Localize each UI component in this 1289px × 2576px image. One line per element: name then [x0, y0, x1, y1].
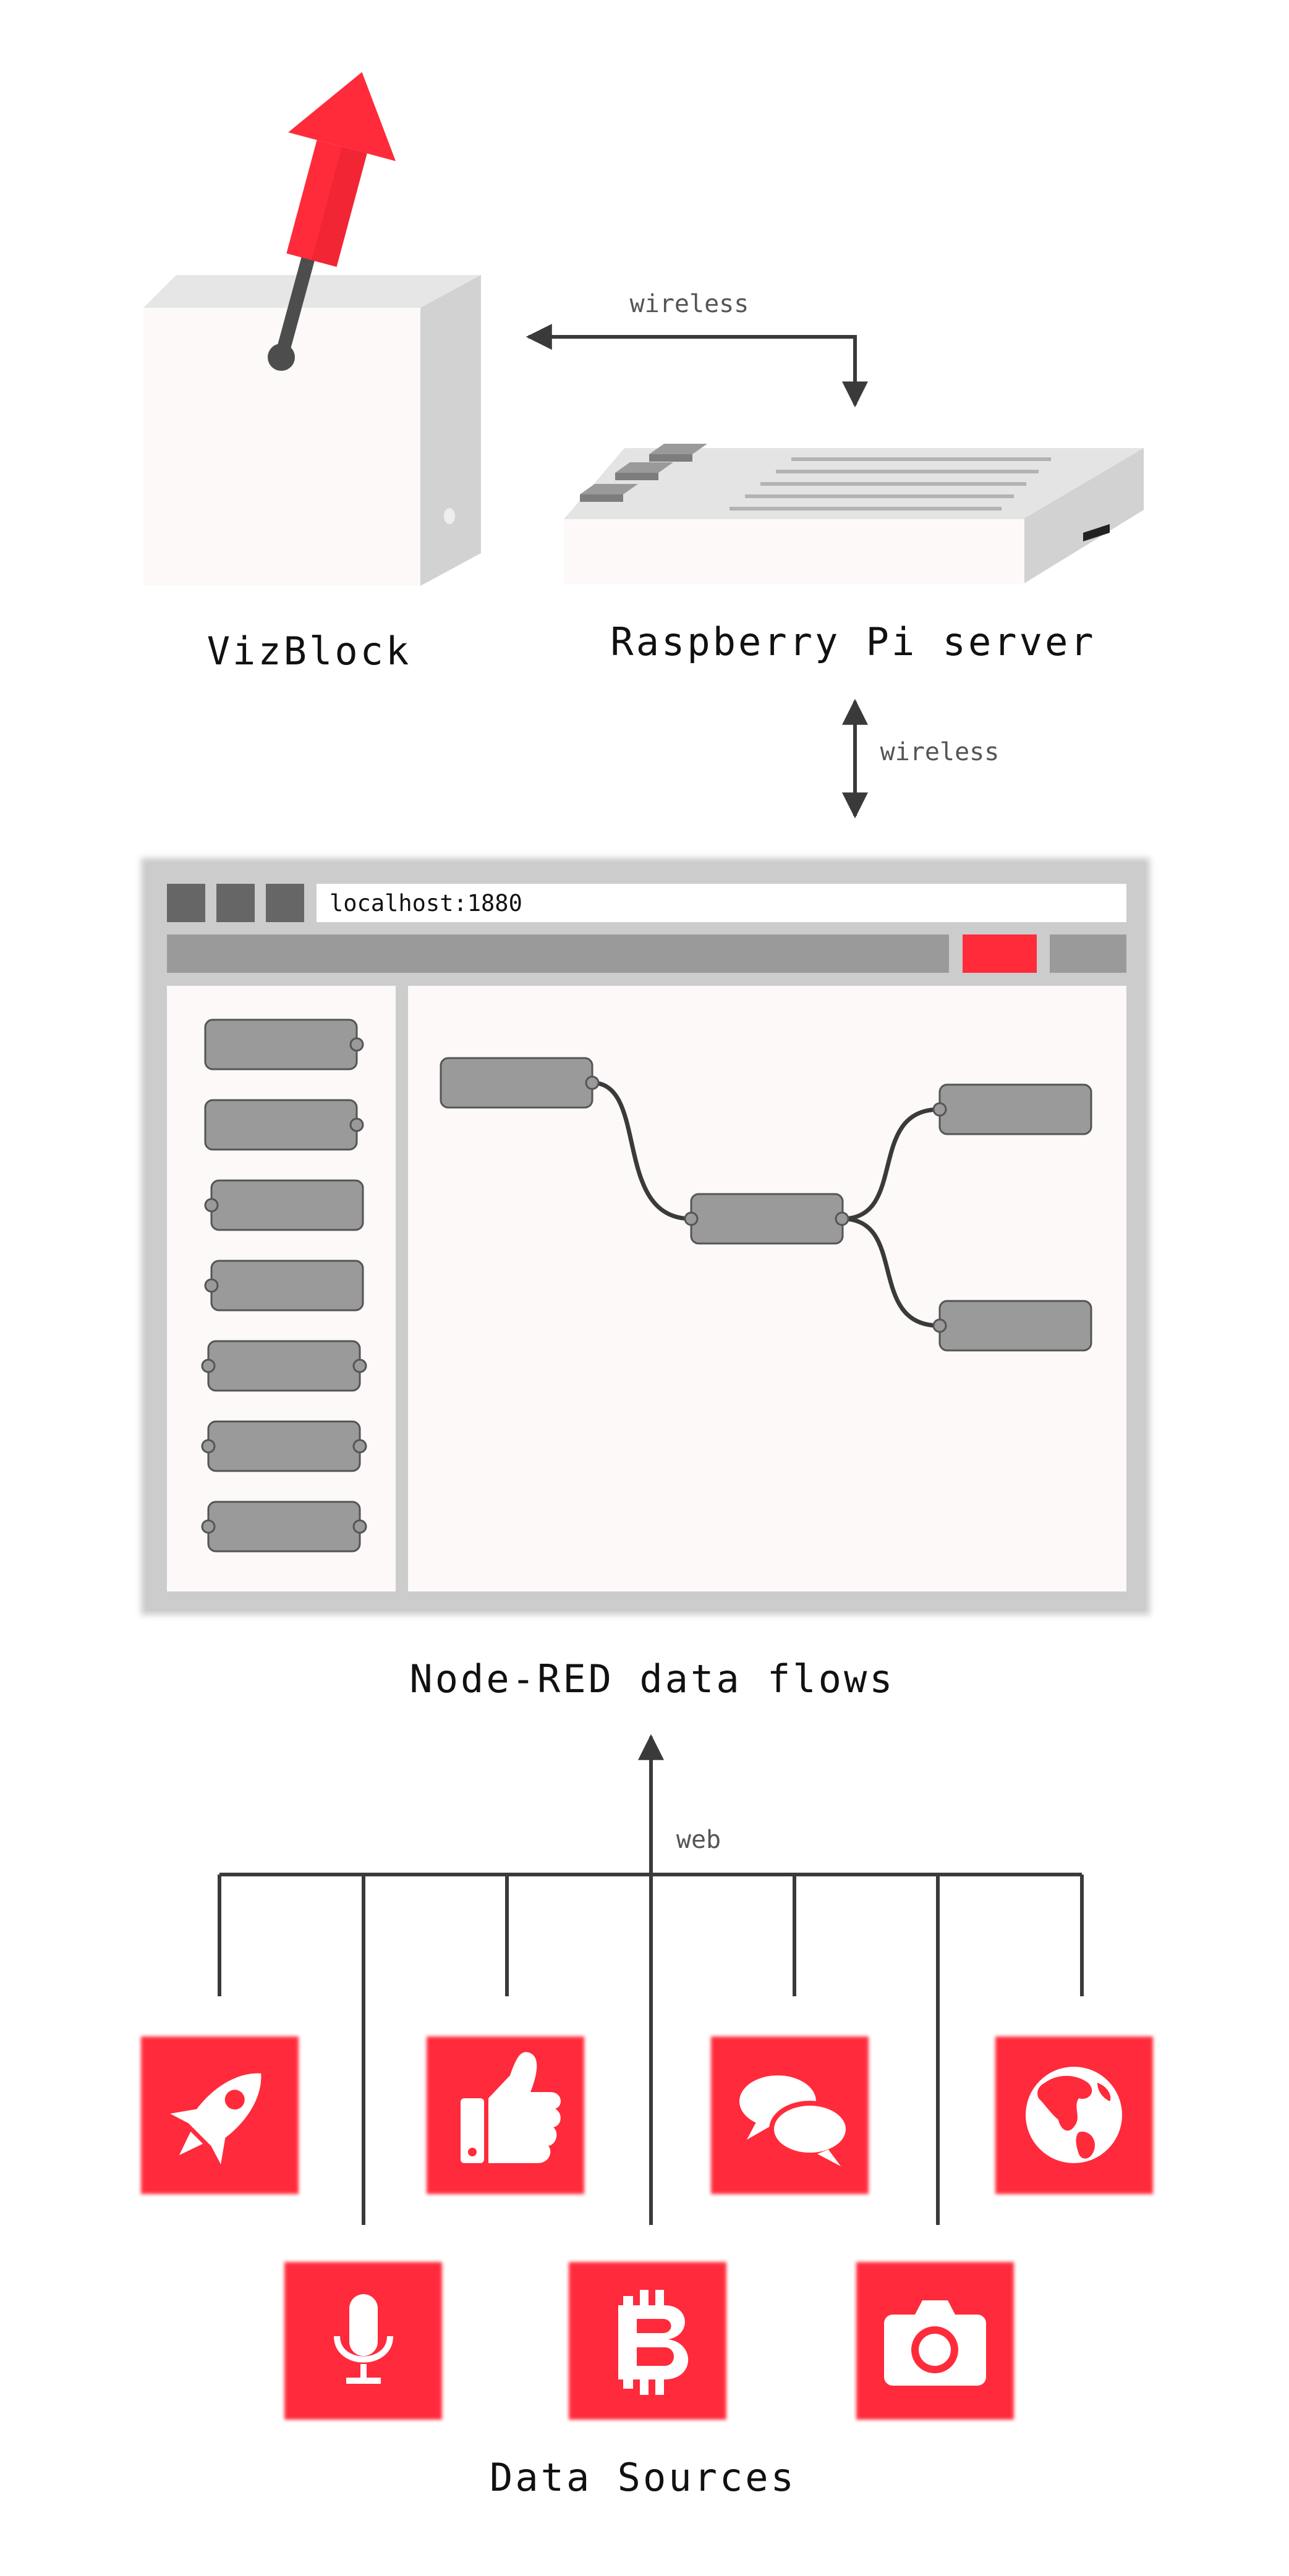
wireless-link-pi-nodered: wireless [842, 698, 1000, 819]
deploy-button[interactable] [963, 934, 1037, 973]
chat-bubbles-icon [739, 2075, 851, 2166]
palette-node[interactable] [210, 1179, 364, 1231]
flow-node-function[interactable] [690, 1193, 844, 1245]
flow-wires [592, 1080, 940, 1328]
palette-node[interactable] [207, 1340, 361, 1392]
palette-nodes [201, 1019, 367, 1553]
wireless-label-middle: wireless [880, 738, 1000, 766]
source-tile-bitcoin [569, 2262, 726, 2420]
thumbs-up-icon [461, 2052, 561, 2163]
vizblock-device [143, 72, 481, 586]
source-tile-camera [856, 2262, 1014, 2420]
window-button-2[interactable] [216, 884, 255, 922]
microphone-icon [334, 2294, 393, 2384]
menu-button[interactable] [1050, 934, 1126, 973]
wireless-label-top: wireless [630, 290, 749, 318]
rocket-icon [170, 2073, 262, 2164]
camera-icon [884, 2300, 986, 2386]
palette-node[interactable] [207, 1420, 361, 1472]
palette-node[interactable] [204, 1019, 358, 1070]
flow-node-input[interactable] [440, 1057, 593, 1109]
palette-node[interactable] [204, 1099, 358, 1151]
raspberry-pi-device [564, 444, 1144, 584]
globe-icon [1026, 2067, 1122, 2163]
window-button-1[interactable] [167, 884, 205, 922]
vizblock-label: VizBlock [207, 629, 412, 674]
window-button-3[interactable] [266, 884, 304, 922]
url-text: localhost:1880 [330, 890, 522, 917]
web-label: web [676, 1826, 721, 1854]
toolbar [167, 934, 949, 973]
flow-nodes [440, 1057, 1092, 1352]
source-tile-globe [995, 2036, 1153, 2194]
raspberry-pi-label: Raspberry Pi server [610, 619, 1095, 664]
web-connection-tree [218, 1734, 1084, 2225]
source-tile-thumbs-up [427, 2036, 584, 2194]
nodered-browser-window: localhost:1880 [141, 858, 1150, 1615]
flow-node-output-1[interactable] [938, 1083, 1092, 1135]
source-tile-chat [711, 2036, 869, 2194]
palette-node[interactable] [210, 1260, 364, 1311]
url-bar[interactable] [317, 884, 1126, 922]
vizblock-arm [274, 244, 317, 364]
wireless-link-vizblock-pi: wireless [525, 290, 868, 408]
data-sources-label: Data Sources [490, 2455, 796, 2500]
pointer-arrow-icon [286, 72, 396, 267]
flow-node-output-2[interactable] [938, 1300, 1092, 1352]
source-tile-microphone [284, 2262, 442, 2420]
nodered-label: Node-RED data flows [409, 1656, 895, 1701]
source-tile-rocket [141, 2036, 299, 2194]
palette-node[interactable] [207, 1501, 361, 1553]
bitcoin-icon [618, 2290, 689, 2395]
